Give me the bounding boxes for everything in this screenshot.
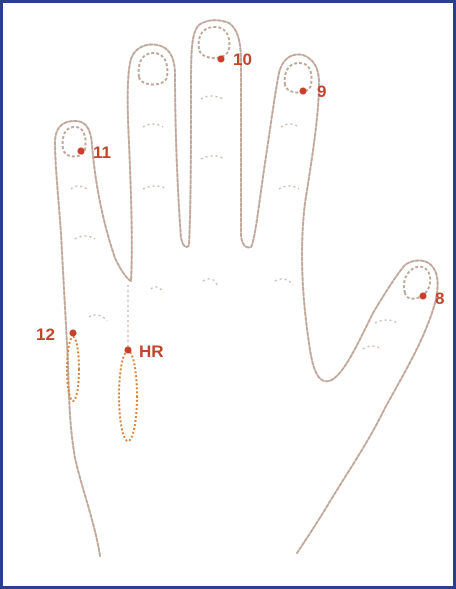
point-11-marker [78, 148, 85, 155]
point-hr-marker [125, 347, 132, 354]
point-12-marker [70, 330, 77, 337]
point-10-label: 10 [233, 51, 252, 68]
point-11-label: 11 [93, 144, 111, 161]
hand-outline [55, 20, 438, 556]
point-9-label: 9 [317, 83, 326, 100]
nail-middle [199, 27, 230, 58]
nail-thumb [404, 267, 430, 299]
meridian-ring-hr [119, 351, 137, 441]
point-8-label: 8 [435, 290, 444, 307]
point-9-marker [300, 88, 307, 95]
nail-ring [139, 53, 168, 85]
point-8-marker [420, 293, 427, 300]
point-10-marker [218, 56, 225, 63]
point-hr-label: HR [139, 343, 164, 360]
point-12-label: 12 [36, 326, 55, 343]
finger-creases [71, 96, 397, 349]
hand-illustration [3, 3, 453, 586]
nail-index [285, 63, 312, 93]
